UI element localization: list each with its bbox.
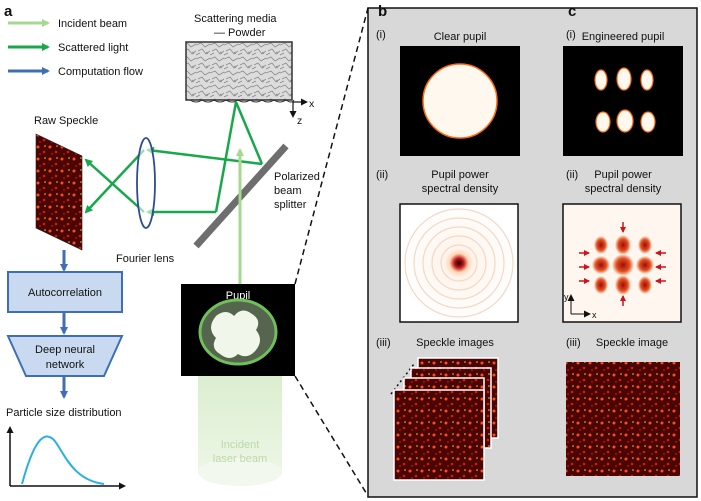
clear-psd-image [399,203,519,323]
speckle-image-front [393,389,485,481]
raw-speckle-label: Raw Speckle [34,115,98,127]
splitter-label-3: splitter [274,199,307,211]
legend-flow-label: Computation flow [58,66,143,78]
fourier-lens-label: Fourier lens [116,253,175,265]
psd-title: Particle size distribution [6,407,122,419]
splitter-label-2: beam [274,185,302,197]
dnn-label-2: network [46,359,85,371]
pupil-mask-shape [211,310,260,358]
media-axis-x-label: x [309,98,315,110]
c-ii-title-1: Pupil power [594,169,652,181]
engineered-psd-blobs [592,235,654,295]
b-iii-label: (iii) [376,337,391,349]
c-iii-title: Speckle image [596,337,668,349]
speckle-stack [390,357,499,481]
c-axis-y-label: y [564,292,569,302]
b-i-title: Clear pupil [434,31,487,43]
clear-pupil-disk [422,63,498,139]
incident-beam-end [198,458,282,486]
dnn-trapezoid [6,335,124,377]
psd-curve [21,435,105,485]
raw-speckle-image [35,133,83,251]
zoom-line-bottom [294,375,369,497]
autocorrelation-box [7,271,123,313]
c-iii-label: (iii) [566,337,581,349]
engineered-speckle-image [566,362,680,476]
scattered-rays [84,101,264,216]
b-iii-title: Speckle images [416,337,494,349]
panel-c-letter: c [568,3,576,20]
c-ii-title-2: spectral density [585,183,662,195]
panel-a-letter: a [4,3,13,20]
b-ii-label: (ii) [376,169,388,181]
legend-incident-label: Incident beam [58,18,127,30]
engineered-psd-arrows [579,222,666,306]
laser-label-2: laser beam [213,453,267,465]
powder-surface [189,99,295,103]
dnn-label-1: Deep neural [35,344,95,356]
c-i-title: Engineered pupil [582,31,665,43]
splitter-label-1: Polarized [274,171,320,183]
c-axis-x-label: x [592,310,597,320]
autocorrelation-label: Autocorrelation [28,287,102,299]
legend: Incident beam Scattered light Computatio… [8,18,143,78]
engineered-pupil-lobes [594,67,656,133]
c-ii-label: (ii) [566,169,578,181]
panel-b-letter: b [378,3,387,20]
clear-psd-rings [404,208,514,318]
media-sublabel: — Powder [214,27,266,39]
b-i-label: (i) [376,29,386,41]
c-i-label: (i) [566,29,576,41]
laser-label-1: Incident [221,439,260,451]
legend-scattered-label: Scattered light [58,42,128,54]
media-label: Scattering media [194,13,277,25]
powder-box [185,41,293,101]
b-ii-title-1: Pupil power [431,169,489,181]
engineered-pupil-image [563,46,683,156]
media-axis-z-label: z [297,115,302,127]
fourier-lens [136,137,156,229]
b-ii-title-2: spectral density [422,183,499,195]
zoom-line-top [294,7,369,285]
